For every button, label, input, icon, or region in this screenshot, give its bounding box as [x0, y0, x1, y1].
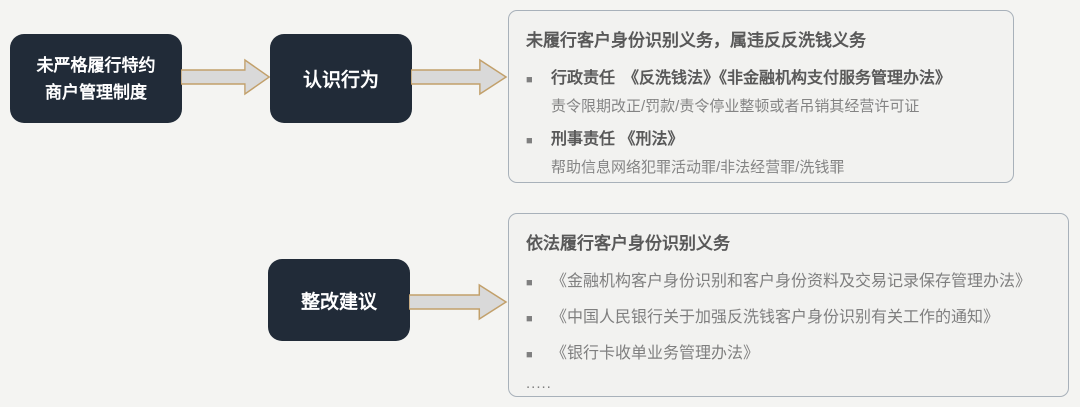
advice-item-regulation-3: ■ 《银行卡收单业务管理办法》: [526, 339, 1050, 363]
suggestion-box: 整改建议: [268, 259, 410, 341]
violation-item-criminal-detail: 帮助信息网络犯罪活动罪/非法经营罪/洗钱罪: [551, 159, 845, 176]
advice-item-regulation-2-label: 《中国人民银行关于加强反洗钱客户身份识别有关工作的通知》: [551, 309, 1000, 326]
behavior-box: 认识行为: [270, 34, 412, 123]
violation-item-administrative-detail: 责令限期改正/罚款/责令停业整顿或者吊销其经营许可证: [551, 98, 920, 115]
cause-box-line2: 商户管理制度: [45, 82, 147, 102]
advice-item-regulation-2: ■ 《中国人民银行关于加强反洗钱客户身份识别有关工作的通知》: [526, 303, 1050, 327]
advice-item-regulation-1: ■ 《金融机构客户身份识别和客户身份资料及交易记录保存管理办法》: [526, 267, 1050, 291]
arrow-right-icon: [411, 58, 508, 96]
cause-box-line1: 未严格履行特约: [36, 55, 156, 75]
arrow-right-icon: [181, 58, 271, 96]
bullet-square-icon: ■: [526, 135, 533, 147]
bullet-square-icon: ■: [526, 277, 533, 289]
violation-item-administrative-label: 行政责任 《反洗钱法》《非金融机构支付服务管理办法》: [551, 70, 952, 87]
bullet-square-icon: ■: [526, 74, 533, 86]
advice-ellipsis: .....: [526, 375, 552, 392]
advice-item-regulation-3-label: 《银行卡收单业务管理办法》: [551, 345, 760, 362]
suggestion-box-label: 整改建议: [300, 291, 377, 313]
violation-item-administrative: ■ 行政责任 《反洗钱法》《非金融机构支付服务管理办法》: [526, 64, 995, 88]
advice-panel: 依法履行客户身份识别义务 ■ 《金融机构客户身份识别和客户身份资料及交易记录保存…: [508, 213, 1069, 397]
arrow-right-icon: [409, 283, 508, 321]
violation-panel: 未履行客户身份识别义务，属违反反洗钱义务 ■ 行政责任 《反洗钱法》《非金融机构…: [508, 10, 1014, 183]
behavior-box-label: 认识行为: [302, 70, 379, 91]
violation-item-criminal: ■ 刑事责任 《刑法》: [526, 125, 995, 149]
violation-panel-title: 未履行客户身份识别义务，属违反反洗钱义务: [526, 31, 866, 50]
cause-box: 未严格履行特约 商户管理制度: [10, 34, 182, 123]
advice-panel-title: 依法履行客户身份识别义务: [526, 234, 730, 253]
bullet-square-icon: ■: [526, 349, 533, 361]
violation-item-criminal-label: 刑事责任 《刑法》: [551, 131, 684, 148]
advice-item-regulation-1-label: 《金融机构客户身份识别和客户身份资料及交易记录保存管理办法》: [551, 273, 1032, 290]
bullet-square-icon: ■: [526, 313, 533, 325]
